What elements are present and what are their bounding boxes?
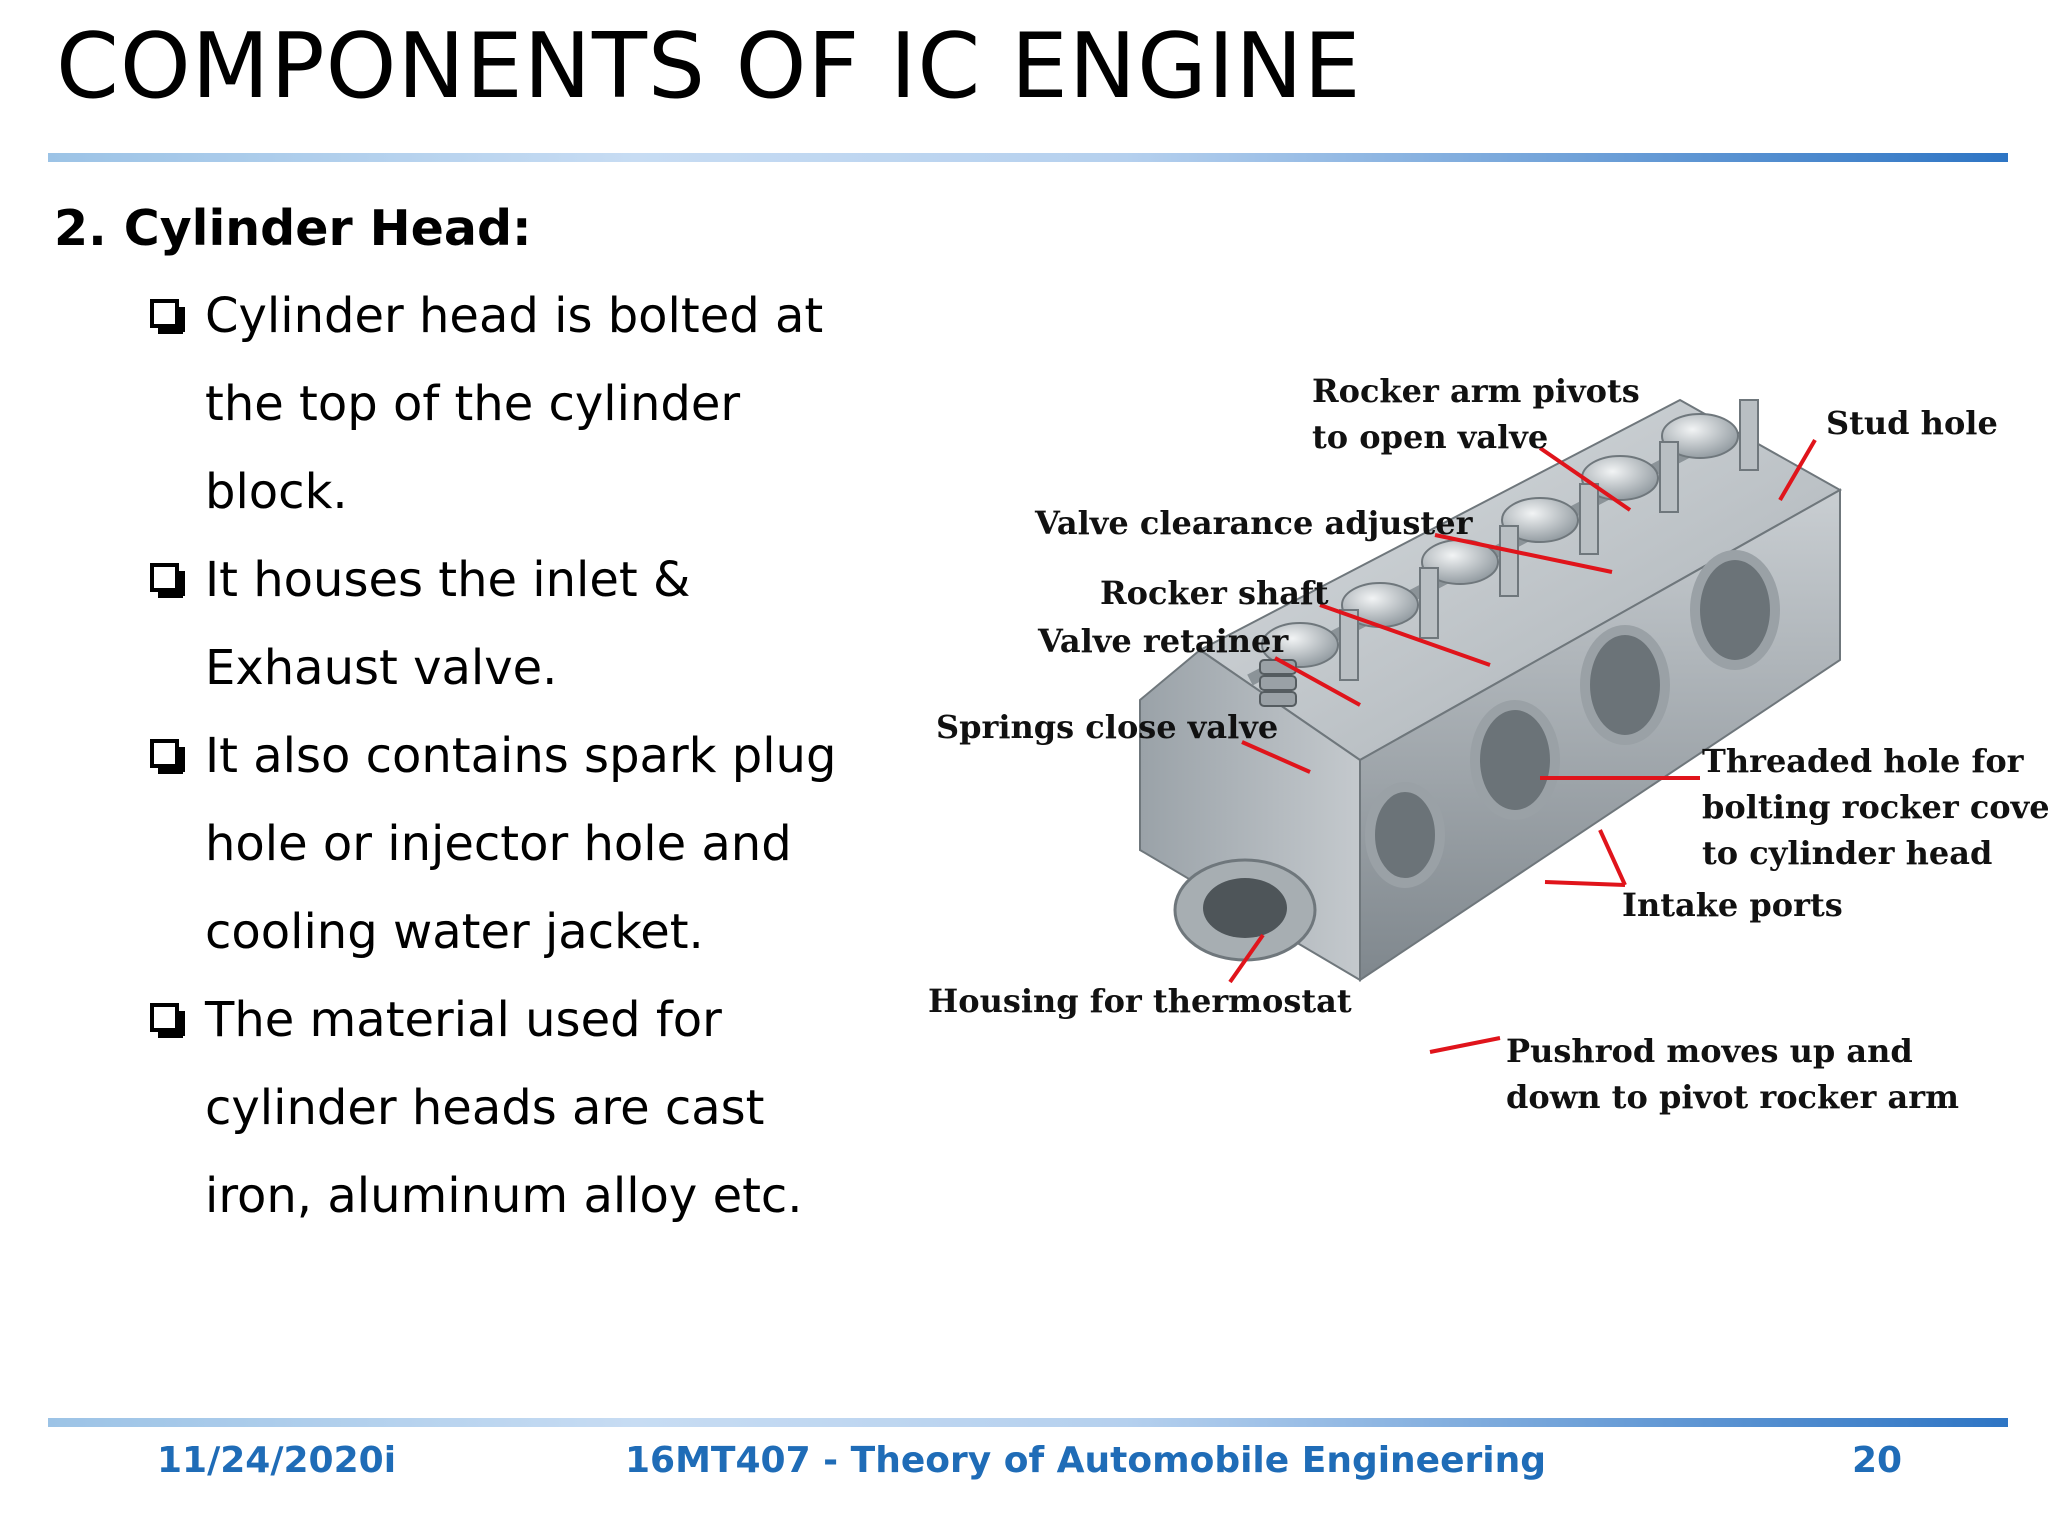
checkbox-bullet-icon <box>150 563 185 598</box>
label-rocker-arm-pivots: Rocker arm pivots to open valve <box>1312 368 1640 460</box>
bullet-line: It also contains spark plug <box>205 728 837 784</box>
label-rocker-shaft: Rocker shaft <box>1100 574 1329 612</box>
footer-page-number: 20 <box>1852 1440 1903 1481</box>
bullet-item: It houses the inlet & Exhaust valve. <box>150 536 850 712</box>
label-springs-close-valve: Springs close valve <box>936 708 1279 746</box>
cylinder-head-illustration <box>1139 398 1843 1054</box>
label-line: Threaded hole for <box>1702 742 2024 780</box>
label-line: Pushrod moves up and <box>1506 1032 1913 1070</box>
bullet-item: It also contains spark plug hole or inje… <box>150 712 850 976</box>
label-line: to cylinder head <box>1702 834 1993 872</box>
checkbox-bullet-icon <box>150 299 185 334</box>
label-line: to open valve <box>1312 418 1549 456</box>
label-housing-thermostat: Housing for thermostat <box>928 982 1352 1020</box>
leader-lines <box>1228 438 1817 1054</box>
label-line: Rocker arm pivots <box>1312 372 1640 410</box>
bullet-item: Cylinder head is bolted at the top of th… <box>150 272 850 536</box>
checkbox-bullet-icon <box>150 739 185 774</box>
label-valve-retainer: Valve retainer <box>1038 622 1289 660</box>
label-pushrod: Pushrod moves up and down to pivot rocke… <box>1506 1028 1959 1120</box>
bullet-line: hole or injector hole and <box>205 816 792 872</box>
bullet-item: The material used for cylinder heads are… <box>150 976 850 1240</box>
bullet-line: Cylinder head is bolted at <box>205 288 824 344</box>
footer-divider <box>48 1418 2008 1427</box>
footer-date: 11/24/2020i <box>157 1440 397 1481</box>
cylinder-head-diagram: Rocker arm pivots to open valve Stud hol… <box>900 340 2048 1140</box>
footer-course-title: 16MT407 - Theory of Automobile Engineeri… <box>625 1440 1547 1481</box>
bullet-line: the top of the cylinder <box>205 376 741 432</box>
bullet-line: cooling water jacket. <box>205 904 704 960</box>
bullet-line: block. <box>205 464 348 520</box>
bullet-line: iron, aluminum alloy etc. <box>205 1168 803 1224</box>
bullet-line: Exhaust valve. <box>205 640 558 696</box>
title-divider <box>48 153 2008 162</box>
bullet-line: The material used for <box>205 992 722 1048</box>
label-intake-ports: Intake ports <box>1622 886 1843 924</box>
slide-title: COMPONENTS OF IC ENGINE <box>56 14 1362 119</box>
label-line: bolting rocker cover <box>1702 788 2048 826</box>
checkbox-bullet-icon <box>150 1003 185 1038</box>
label-line: down to pivot rocker arm <box>1506 1078 1959 1116</box>
bullet-line: cylinder heads are cast <box>205 1080 765 1136</box>
engine-block-shape <box>1139 398 1843 982</box>
label-threaded-hole: Threaded hole for bolting rocker cover t… <box>1702 738 2048 876</box>
section-heading: 2. Cylinder Head: <box>54 200 532 257</box>
bullet-line: It houses the inlet & <box>205 552 691 608</box>
label-stud-hole: Stud hole <box>1826 404 1998 442</box>
label-valve-clearance-adjuster: Valve clearance adjuster <box>1035 504 1473 542</box>
